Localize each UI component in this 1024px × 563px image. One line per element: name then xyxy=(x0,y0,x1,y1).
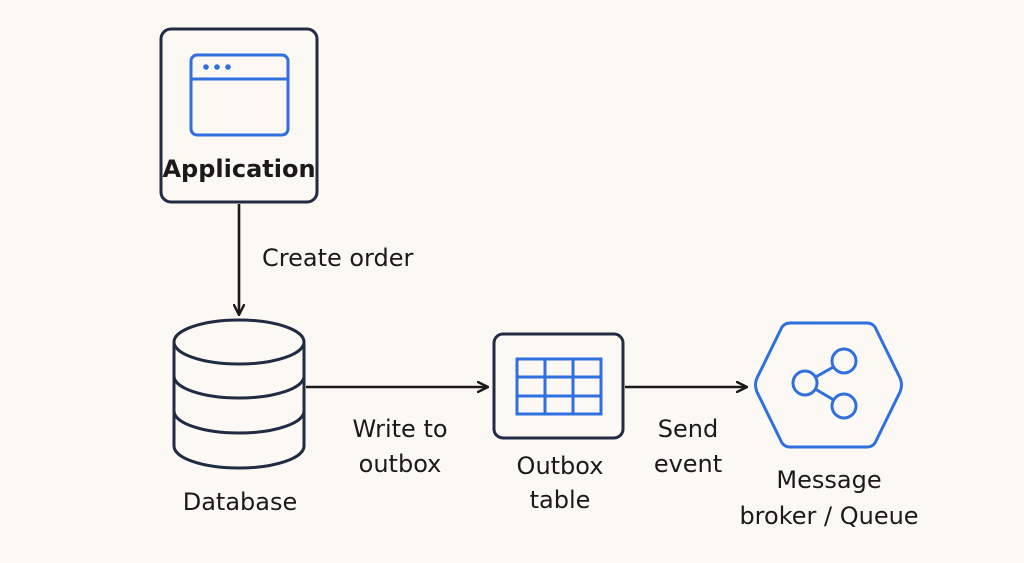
application-node xyxy=(159,27,319,204)
table-grid-icon xyxy=(515,357,603,416)
edge-label-send-event-line2: event xyxy=(653,450,723,478)
browser-window-icon xyxy=(189,53,290,137)
application-label: Application xyxy=(162,155,316,183)
application-box xyxy=(159,27,319,204)
outbox-node xyxy=(492,332,625,440)
share-nodes-icon xyxy=(791,347,858,420)
broker-label-line1: Message xyxy=(776,466,882,494)
edge-label-write-outbox-line2: outbox xyxy=(358,450,442,478)
edge-label-create-order: Create order xyxy=(262,244,414,272)
broker-hexagon xyxy=(754,321,903,449)
edge-label-write-outbox-line1: Write to xyxy=(352,415,448,443)
broker-node xyxy=(754,321,903,449)
database-cylinder-icon xyxy=(172,318,306,470)
outbox-label-line2: table xyxy=(529,486,591,514)
outbox-box xyxy=(492,332,625,440)
broker-label-line2: broker / Queue xyxy=(739,502,919,530)
edge-label-send-event-line1: Send xyxy=(657,415,719,443)
database-label: Database xyxy=(182,488,298,516)
outbox-label-line1: Outbox xyxy=(516,452,604,480)
